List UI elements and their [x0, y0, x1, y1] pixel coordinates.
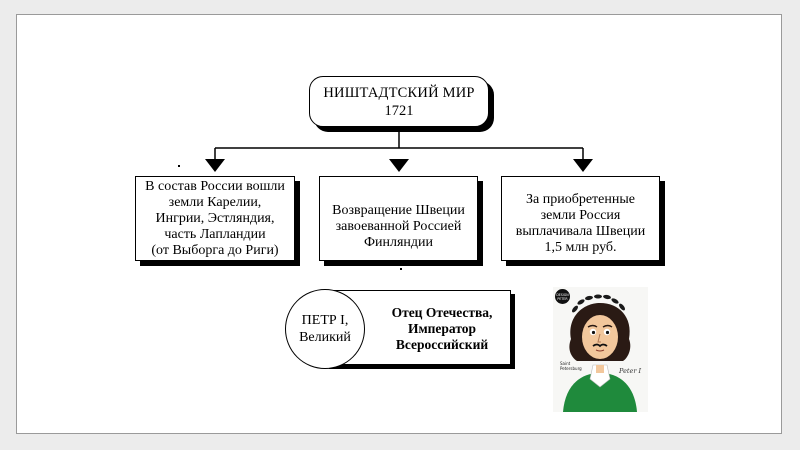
arrow-center-icon	[389, 159, 409, 172]
stray-dot	[178, 165, 180, 167]
outcome-line: (от Выборга до Риги)	[151, 242, 279, 258]
laurel-wreath-icon	[572, 294, 625, 313]
poster-logo: DESIGN PETER	[555, 289, 570, 304]
peter-title-line: Отец Отечества,	[391, 305, 493, 320]
outcome-line: 1,5 млн руб.	[544, 240, 617, 255]
outcome-line: За приобретенные	[526, 192, 635, 207]
moustache-shape	[592, 343, 608, 348]
poster-logo-line: DESIGN	[556, 292, 569, 297]
outcome-line: Ингрии, Эстляндия,	[155, 210, 275, 226]
poster-caption-line: Petersburg	[560, 366, 582, 371]
stray-dot	[400, 268, 402, 270]
peter-name-circle: ПЕТР I, Великий	[285, 289, 365, 369]
outcome-text: Возвращение Швеции завоеванной Россией Ф…	[332, 203, 465, 251]
peter-portrait-illustration	[553, 287, 648, 412]
poster-caption: Saint Petersburg	[560, 361, 590, 371]
poster-caption-line: Saint	[560, 361, 571, 366]
outcome-line: земли Карелии,	[168, 194, 262, 210]
outcome-line: земли Россия	[540, 208, 621, 223]
peter-title-line: Всероссийский	[395, 337, 489, 352]
poster-signature: Peter I	[619, 367, 642, 375]
outcome-box-payment: За приобретенные земли Россия выплачивал…	[501, 176, 660, 261]
face-shape	[582, 315, 618, 359]
outcome-text: За приобретенные земли Россия выплачивал…	[516, 192, 646, 256]
outcome-box-territories: В состав России вошли земли Карелии, Инг…	[135, 176, 295, 261]
poster-logo-line: PETER	[557, 296, 568, 301]
slide: НИШТАДТСКИЙ МИР 1721 В состав России вош…	[16, 14, 782, 434]
cravat-shape	[589, 364, 611, 388]
peter-poster-image: DESIGN PETER Saint Petersburg Peter I	[553, 287, 648, 412]
outcome-box-finland: Возвращение Швеции завоеванной Россией Ф…	[319, 176, 478, 261]
outcome-line: Финляндии	[363, 235, 434, 250]
peter-name-line: ПЕТР I,	[301, 313, 349, 328]
peter-name-line: Великий	[299, 330, 351, 345]
arrow-right-icon	[573, 159, 593, 172]
treaty-title: НИШТАДТСКИЙ МИР	[323, 84, 475, 101]
outcome-line: В состав России вошли	[145, 178, 285, 194]
treaty-year: 1721	[384, 102, 414, 119]
outcome-line: часть Лапландии	[164, 226, 266, 242]
outcome-line: Возвращение Швеции	[332, 203, 465, 218]
treaty-title-box: НИШТАДТСКИЙ МИР 1721	[309, 76, 489, 127]
diagram-connectors	[205, 125, 593, 172]
peter-title-line: Император	[407, 321, 477, 336]
coat-shape	[563, 373, 637, 412]
outcome-line: выплачивала Швеции	[515, 224, 646, 239]
outcome-line: завоеванной Россией	[335, 219, 462, 234]
peter-block: ПЕТР I, Великий Отец Отечества, Императо…	[285, 289, 511, 369]
arrow-left-icon	[205, 159, 225, 172]
outcome-text: В состав России вошли земли Карелии, Инг…	[145, 179, 285, 259]
peter-titles: Отец Отечества, Император Всероссийский	[377, 305, 507, 353]
